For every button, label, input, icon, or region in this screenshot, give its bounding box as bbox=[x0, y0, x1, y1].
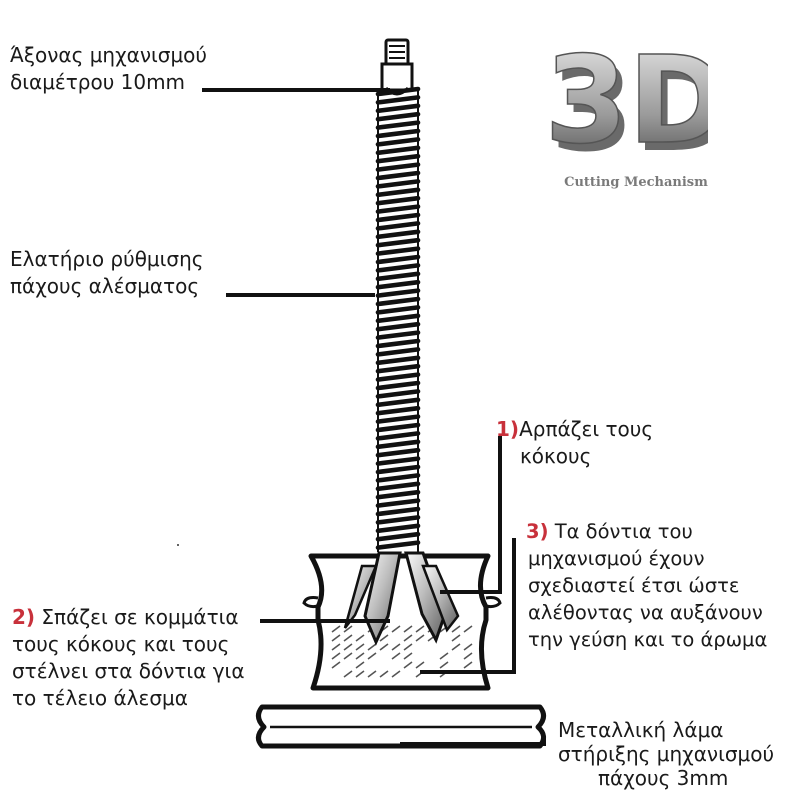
3d-logo-caption: Cutting Mechanism bbox=[564, 175, 708, 190]
step1-label-line2: κόκους bbox=[496, 443, 653, 470]
step2-label-line2: τους κόκους και τους bbox=[12, 631, 245, 658]
step3-label-line1: 3) Τα δόντια του bbox=[526, 518, 767, 545]
base-plate bbox=[258, 707, 543, 746]
step2-label-line3: στέλνει στα δόντια για bbox=[12, 658, 245, 685]
step1-label-line1: 1)Αρπάζει τους bbox=[496, 416, 653, 443]
shaft-label: Άξονας μηχανισμού διαμέτρου 10mm bbox=[10, 42, 207, 96]
step2-label-line4: το τέλειο άλεσμα bbox=[12, 685, 245, 712]
spring-label-line1: Ελατήριο ρύθμισης bbox=[10, 246, 204, 273]
spring bbox=[378, 88, 418, 552]
3d-logo-graphic: 3D 3D Cutting Mechanism bbox=[548, 30, 708, 195]
plate-label-line2: στήριξης μηχανισμού bbox=[558, 742, 774, 766]
plate-label: Μεταλλική λάμα στήριξης μηχανισμού πάχου… bbox=[558, 718, 774, 790]
step3-label-line2: μηχανισμού έχουν bbox=[526, 545, 767, 572]
plate-label-line1: Μεταλλική λάμα bbox=[558, 718, 774, 742]
shaft-label-line1: Άξονας μηχανισμού bbox=[10, 42, 207, 69]
step1-label: 1)Αρπάζει τους κόκους bbox=[496, 416, 653, 470]
shaft bbox=[382, 40, 412, 94]
step2-label-line1: 2) Σπάζει σε κομμάτια bbox=[12, 604, 245, 631]
step3-label: 3) Τα δόντια του μηχανισμού έχουν σχεδια… bbox=[526, 518, 767, 653]
spring-label: Ελατήριο ρύθμισης πάχους αλέσματος bbox=[10, 246, 204, 300]
3d-logo: 3D 3D Cutting Mechanism bbox=[548, 30, 708, 195]
step2-number: 2) bbox=[12, 605, 35, 629]
step1-text: Αρπάζει τους bbox=[519, 417, 653, 441]
step3-text: Τα δόντια του bbox=[555, 520, 693, 543]
step3-label-line5: την γεύση και το άρωμα bbox=[526, 626, 767, 653]
shaft-label-line2: διαμέτρου 10mm bbox=[10, 69, 207, 96]
step1-number: 1) bbox=[496, 417, 519, 441]
step2-label: 2) Σπάζει σε κομμάτια τους κόκους και το… bbox=[12, 604, 245, 712]
plate-label-line3: πάχους 3mm bbox=[558, 766, 774, 790]
step2-text: Σπάζει σε κομμάτια bbox=[41, 605, 238, 629]
step3-label-line3: σχεδιαστεί έτσι ώστε bbox=[526, 572, 767, 599]
spring-label-line2: πάχους αλέσματος bbox=[10, 273, 204, 300]
step3-label-line4: αλέθοντας να αυξάνουν bbox=[526, 599, 767, 626]
3d-logo-text: 3D bbox=[548, 32, 708, 171]
step3-number: 3) bbox=[526, 520, 548, 543]
